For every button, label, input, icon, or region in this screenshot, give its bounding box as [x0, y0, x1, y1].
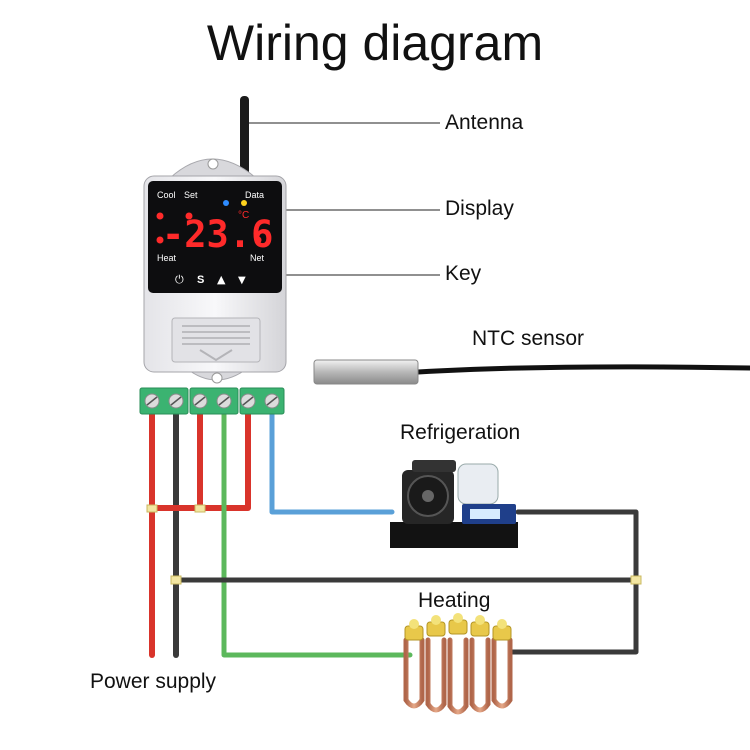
display-panel	[148, 181, 282, 293]
heater-terminal	[453, 613, 463, 623]
heater-terminal	[497, 619, 507, 629]
indicator-cool: Cool	[157, 190, 176, 200]
compressor-top	[412, 460, 456, 472]
ntc-sensor-cable	[415, 364, 750, 375]
wire-joint	[146, 504, 158, 513]
indicator-data: Data	[245, 190, 264, 200]
heating-label: Heating	[418, 589, 491, 612]
red-led	[185, 212, 193, 220]
heater-tube	[403, 637, 425, 709]
indicator-net: Net	[250, 253, 265, 263]
heater-tube	[491, 637, 513, 709]
compressor-hub	[422, 490, 434, 502]
antenna-rod	[240, 96, 249, 188]
temperature-readout: -23.6	[162, 213, 273, 256]
heating-wire	[221, 407, 413, 658]
ntc-sensor-label: NTC sensor	[472, 327, 585, 350]
compressor-base	[390, 522, 518, 548]
indicator-heat: Heat	[157, 253, 177, 263]
heater-tube	[425, 637, 447, 713]
net-led	[223, 200, 229, 206]
heater-terminal	[409, 619, 419, 629]
set-key[interactable]: S	[197, 274, 204, 286]
cover-arrow-icon	[199, 349, 233, 362]
mounting-hole	[207, 158, 219, 170]
display-label: Display	[445, 197, 514, 220]
heating-elements	[403, 613, 513, 715]
data-led	[241, 200, 247, 206]
wire-joint	[194, 504, 206, 513]
terminal-blocks	[139, 387, 285, 415]
page-title: Wiring diagram	[206, 15, 544, 71]
heater-terminal	[431, 615, 441, 625]
refrigeration-wire	[269, 407, 395, 515]
wire-joint	[630, 575, 642, 585]
compressor-tank	[457, 463, 499, 505]
temperature-unit: °C	[238, 210, 249, 221]
wire-joints	[146, 504, 642, 585]
red-led	[156, 212, 164, 220]
live-wire-refrigeration	[197, 407, 251, 511]
refrigeration-unit	[390, 460, 518, 548]
key-label: Key	[445, 262, 482, 285]
mounting-hole	[211, 372, 223, 384]
compressor-lcd	[470, 509, 500, 519]
red-led	[156, 236, 164, 244]
power-key[interactable]: ⏻	[175, 273, 184, 286]
down-key[interactable]: ▼	[238, 275, 246, 286]
power-supply-label: Power supply	[90, 670, 217, 693]
red-led	[254, 236, 262, 244]
cover-vents	[182, 325, 250, 345]
indicator-set: Set	[184, 190, 198, 200]
controller-device: Cool Set Data Heat Net -23.6 °C ⏻ S ▲ ▼	[143, 158, 287, 384]
refrigeration-label: Refrigeration	[400, 421, 521, 444]
heater-tube	[447, 637, 469, 715]
antenna-label: Antenna	[445, 111, 524, 134]
up-key[interactable]: ▲	[217, 273, 226, 286]
heater-tube	[469, 637, 491, 713]
heater-terminal	[475, 615, 485, 625]
wire-joint	[170, 575, 182, 585]
ntc-sensor-probe	[313, 359, 419, 385]
terminal-cover	[171, 317, 261, 363]
